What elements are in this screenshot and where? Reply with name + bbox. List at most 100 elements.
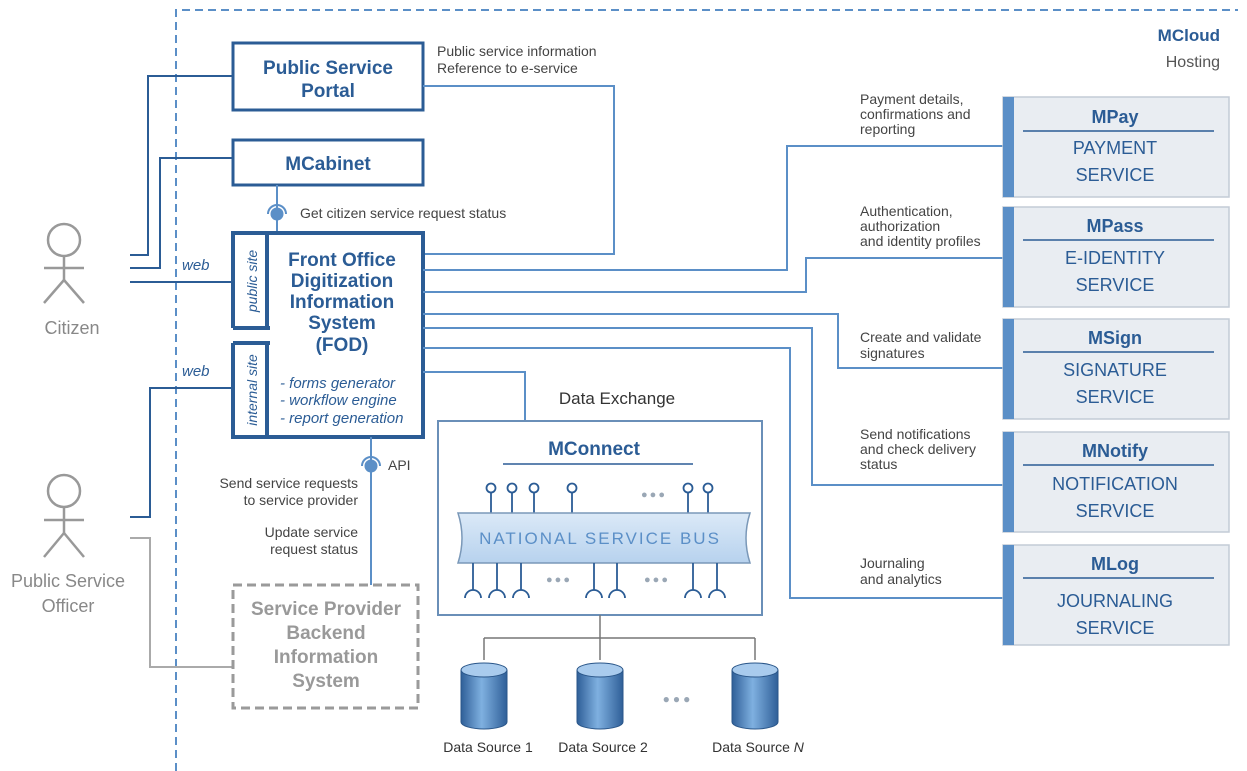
service-connectors: [423, 145, 1003, 599]
fod-title-line2: Digitization: [291, 271, 393, 292]
fod-feature-workflow: - workflow engine: [280, 392, 397, 409]
mpay-note-3: reporting: [860, 121, 915, 137]
officer-actor: [43, 473, 85, 558]
mcloud-boundary: MCloud Hosting: [175, 9, 1238, 771]
public-site-label: public site: [244, 250, 260, 313]
mpay-line2: SERVICE: [1076, 165, 1155, 185]
web-public-label: web: [182, 257, 210, 274]
fod-title-line4: System: [308, 313, 376, 334]
mnotify-title: MNotify: [1082, 441, 1148, 461]
bus-top-ellipsis: ●●●: [641, 489, 667, 501]
service-box-msign: MSign SIGNATURE SERVICE: [1002, 318, 1230, 420]
mpass-note-2: authorization: [860, 218, 940, 234]
mconnect-box: MConnect ●●● NATIONAL SERVICE BUS ●●● ●●…: [437, 420, 763, 616]
data-exchange-label: Data Exchange: [559, 389, 675, 408]
backend-title-line3: Information: [274, 647, 379, 668]
mpass-line1: E-IDENTITY: [1065, 248, 1165, 268]
mnotify-note-1: Send notifications: [860, 426, 971, 442]
mlog-line1: JOURNALING: [1057, 591, 1173, 611]
fod-system: public site internal site Front Office D…: [231, 231, 425, 439]
officer-head-icon: [46, 473, 82, 509]
mlog-note-1: Journaling: [860, 555, 925, 571]
backend-title-line4: System: [292, 671, 360, 692]
backend-send-note-line2: to service provider: [244, 492, 359, 508]
bus-bottom-ellipsis-2: ●●●: [644, 574, 670, 586]
portal-title-line2: Portal: [301, 81, 355, 102]
mpay-line1: PAYMENT: [1073, 138, 1157, 158]
service-box-mlog: MLog JOURNALING SERVICE: [1002, 544, 1230, 646]
internal-site-label: internal site: [244, 354, 260, 426]
portal-title-line1: Public Service: [263, 58, 393, 79]
mnotify-line1: NOTIFICATION: [1052, 474, 1178, 494]
msign-note-2: signatures: [860, 345, 925, 361]
backend-update-note-line1: Update service: [265, 524, 359, 540]
officer-label-line2: Officer: [42, 596, 95, 616]
backend-send-note-line1: Send service requests: [219, 475, 358, 491]
mpay-note-1: Payment details,: [860, 91, 964, 107]
mpass-line2: SERVICE: [1076, 275, 1155, 295]
msign-title: MSign: [1088, 328, 1142, 348]
msign-line1: SIGNATURE: [1063, 360, 1167, 380]
citizen-connectors: [130, 75, 233, 283]
mnotify-note-3: status: [860, 456, 897, 472]
mcloud-hosting-label: Hosting: [1166, 54, 1220, 71]
service-box-mpay: MPay PAYMENT SERVICE: [1002, 96, 1230, 198]
msign-note-1: Create and validate: [860, 329, 982, 345]
fod-title-line1: Front Office: [288, 250, 396, 271]
data-source-1-label: Data Source 1: [443, 739, 533, 755]
mpass-title: MPass: [1086, 216, 1143, 236]
database-icon: [576, 662, 624, 730]
national-service-bus: [456, 512, 752, 564]
bus-label: NATIONAL SERVICE BUS: [479, 529, 721, 548]
fod-title-line3: Information: [290, 292, 395, 313]
data-source-1: Data Source 1: [443, 662, 533, 755]
service-notes: Payment details, confirmations and repor…: [860, 91, 982, 587]
service-box-mpass: MPass E-IDENTITY SERVICE: [1002, 206, 1230, 308]
officer-connectors: [130, 387, 233, 668]
backend-update-note-line2: request status: [270, 541, 358, 557]
citizen-actor: [43, 222, 85, 304]
public-service-portal: Public Service Portal: [231, 41, 425, 112]
mlog-title: MLog: [1091, 554, 1139, 574]
data-source-n-label: Data Source N: [712, 739, 805, 755]
mcabinet-title: MCabinet: [285, 154, 371, 175]
mlog-line2: SERVICE: [1076, 618, 1155, 638]
data-source-n: Data Source N: [712, 662, 805, 755]
mpass-note-3: and identity profiles: [860, 233, 981, 249]
web-internal-label: web: [182, 363, 210, 380]
mnotify-line2: SERVICE: [1076, 501, 1155, 521]
mconnect-title: MConnect: [548, 439, 641, 460]
citizen-head-icon: [46, 222, 82, 258]
backend-title-line1: Service Provider: [251, 599, 402, 620]
portal-note-line1: Public service information: [437, 43, 597, 59]
mnotify-note-2: and check delivery: [860, 441, 976, 457]
backend-title-line2: Backend: [286, 623, 365, 644]
api-label: API: [388, 457, 411, 473]
database-icon: [460, 662, 508, 730]
fod-feature-forms: - forms generator: [280, 375, 396, 392]
mpass-note-1: Authentication,: [860, 203, 953, 219]
msign-line2: SERVICE: [1076, 387, 1155, 407]
mcabinet-interface-icon: [267, 185, 287, 233]
api-interface-icon: [361, 437, 381, 585]
data-source-2: Data Source 2: [558, 662, 648, 755]
data-source-2-label: Data Source 2: [558, 739, 648, 755]
mcabinet-note: Get citizen service request status: [300, 205, 506, 221]
service-provider-backend: Service Provider Backend Information Sys…: [231, 583, 420, 710]
officer-label-line1: Public Service: [11, 571, 125, 591]
bus-top-connectors: [485, 482, 714, 513]
portal-to-fod-connector: [423, 85, 615, 255]
mcabinet-box: MCabinet: [231, 138, 425, 187]
mlog-note-2: and analytics: [860, 571, 942, 587]
fod-title-line5: (FOD): [316, 335, 369, 356]
citizen-label: Citizen: [44, 318, 99, 338]
bus-bottom-ellipsis-1: ●●●: [546, 574, 572, 586]
mcloud-title: MCloud: [1158, 26, 1220, 45]
service-box-mnotify: MNotify NOTIFICATION SERVICE: [1002, 431, 1230, 533]
database-icon: [731, 662, 779, 730]
mpay-note-2: confirmations and: [860, 106, 971, 122]
mpay-title: MPay: [1091, 107, 1138, 127]
data-source-connectors: [483, 615, 756, 660]
portal-note-line2: Reference to e-service: [437, 60, 578, 76]
